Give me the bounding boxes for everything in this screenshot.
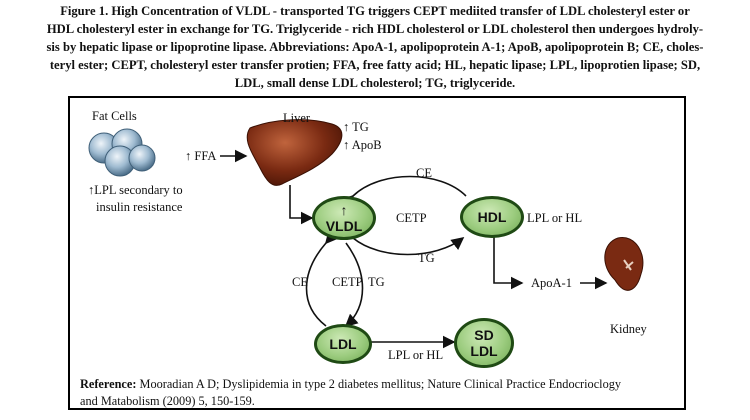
fat-cells-label: Fat Cells: [92, 109, 137, 123]
reference-label: Reference:: [80, 377, 137, 391]
lpl-hl-label: LPL or HL: [388, 348, 444, 362]
liver-label: Liver: [283, 111, 311, 125]
up-arrow-icon: ↑: [185, 149, 192, 163]
up-arrow-icon: ↑: [340, 202, 348, 218]
caption-line: sis by hepatic lipase or lipoprotine lip…: [46, 40, 704, 54]
cetp-label: CETP: [396, 211, 427, 225]
caption-line: Figure 1. High Concentration of VLDL - t…: [60, 4, 690, 18]
vldl-node: ↑VLDL: [312, 196, 376, 240]
caption-line: LDL, small dense LDL cholesterol; TG, tr…: [234, 76, 516, 90]
fat-cells-icon: [88, 128, 156, 177]
ldl-node: LDL: [314, 324, 372, 364]
ce-label: CE: [416, 166, 432, 180]
kidney-label: Kidney: [610, 322, 647, 336]
tg-label: TG: [368, 275, 385, 289]
diagram-panel: Fat Cells ↑ FFA ↑LPL secondary to insuli…: [68, 96, 686, 410]
reference-text: Reference: Mooradian A D; Dyslipidemia i…: [80, 377, 622, 408]
liver-tg: ↑ TG: [343, 120, 369, 134]
lpl-note: insulin resistance: [96, 200, 183, 214]
caption-line: HDL cholesteryl ester in exchange for TG…: [46, 22, 704, 36]
up-arrow-icon: ↑: [88, 183, 95, 197]
liver-icon: [246, 119, 343, 186]
lpl-hl-label: LPL or HL: [527, 211, 583, 225]
diagram-arrows: [88, 119, 644, 349]
liver-apob: ↑ ApoB: [343, 138, 382, 152]
apoa1-label: ApoA-1: [531, 276, 572, 290]
kidney-icon: [604, 237, 644, 291]
cetp-label: CETP: [332, 275, 363, 289]
caption-line: teryl ester; CEPT, cholesteryl ester tra…: [49, 58, 701, 72]
tg-label: TG: [418, 251, 435, 265]
ffa-label: ↑ FFA: [185, 149, 217, 163]
up-arrow-icon: ↑: [343, 120, 350, 134]
up-arrow-icon: ↑: [343, 138, 350, 152]
ce-label: CE: [292, 275, 308, 289]
figure-caption: Figure 1. High Concentration of VLDL - t…: [10, 2, 740, 92]
hdl-node: HDL: [460, 196, 524, 238]
lpl-note: ↑LPL secondary to: [88, 183, 183, 197]
